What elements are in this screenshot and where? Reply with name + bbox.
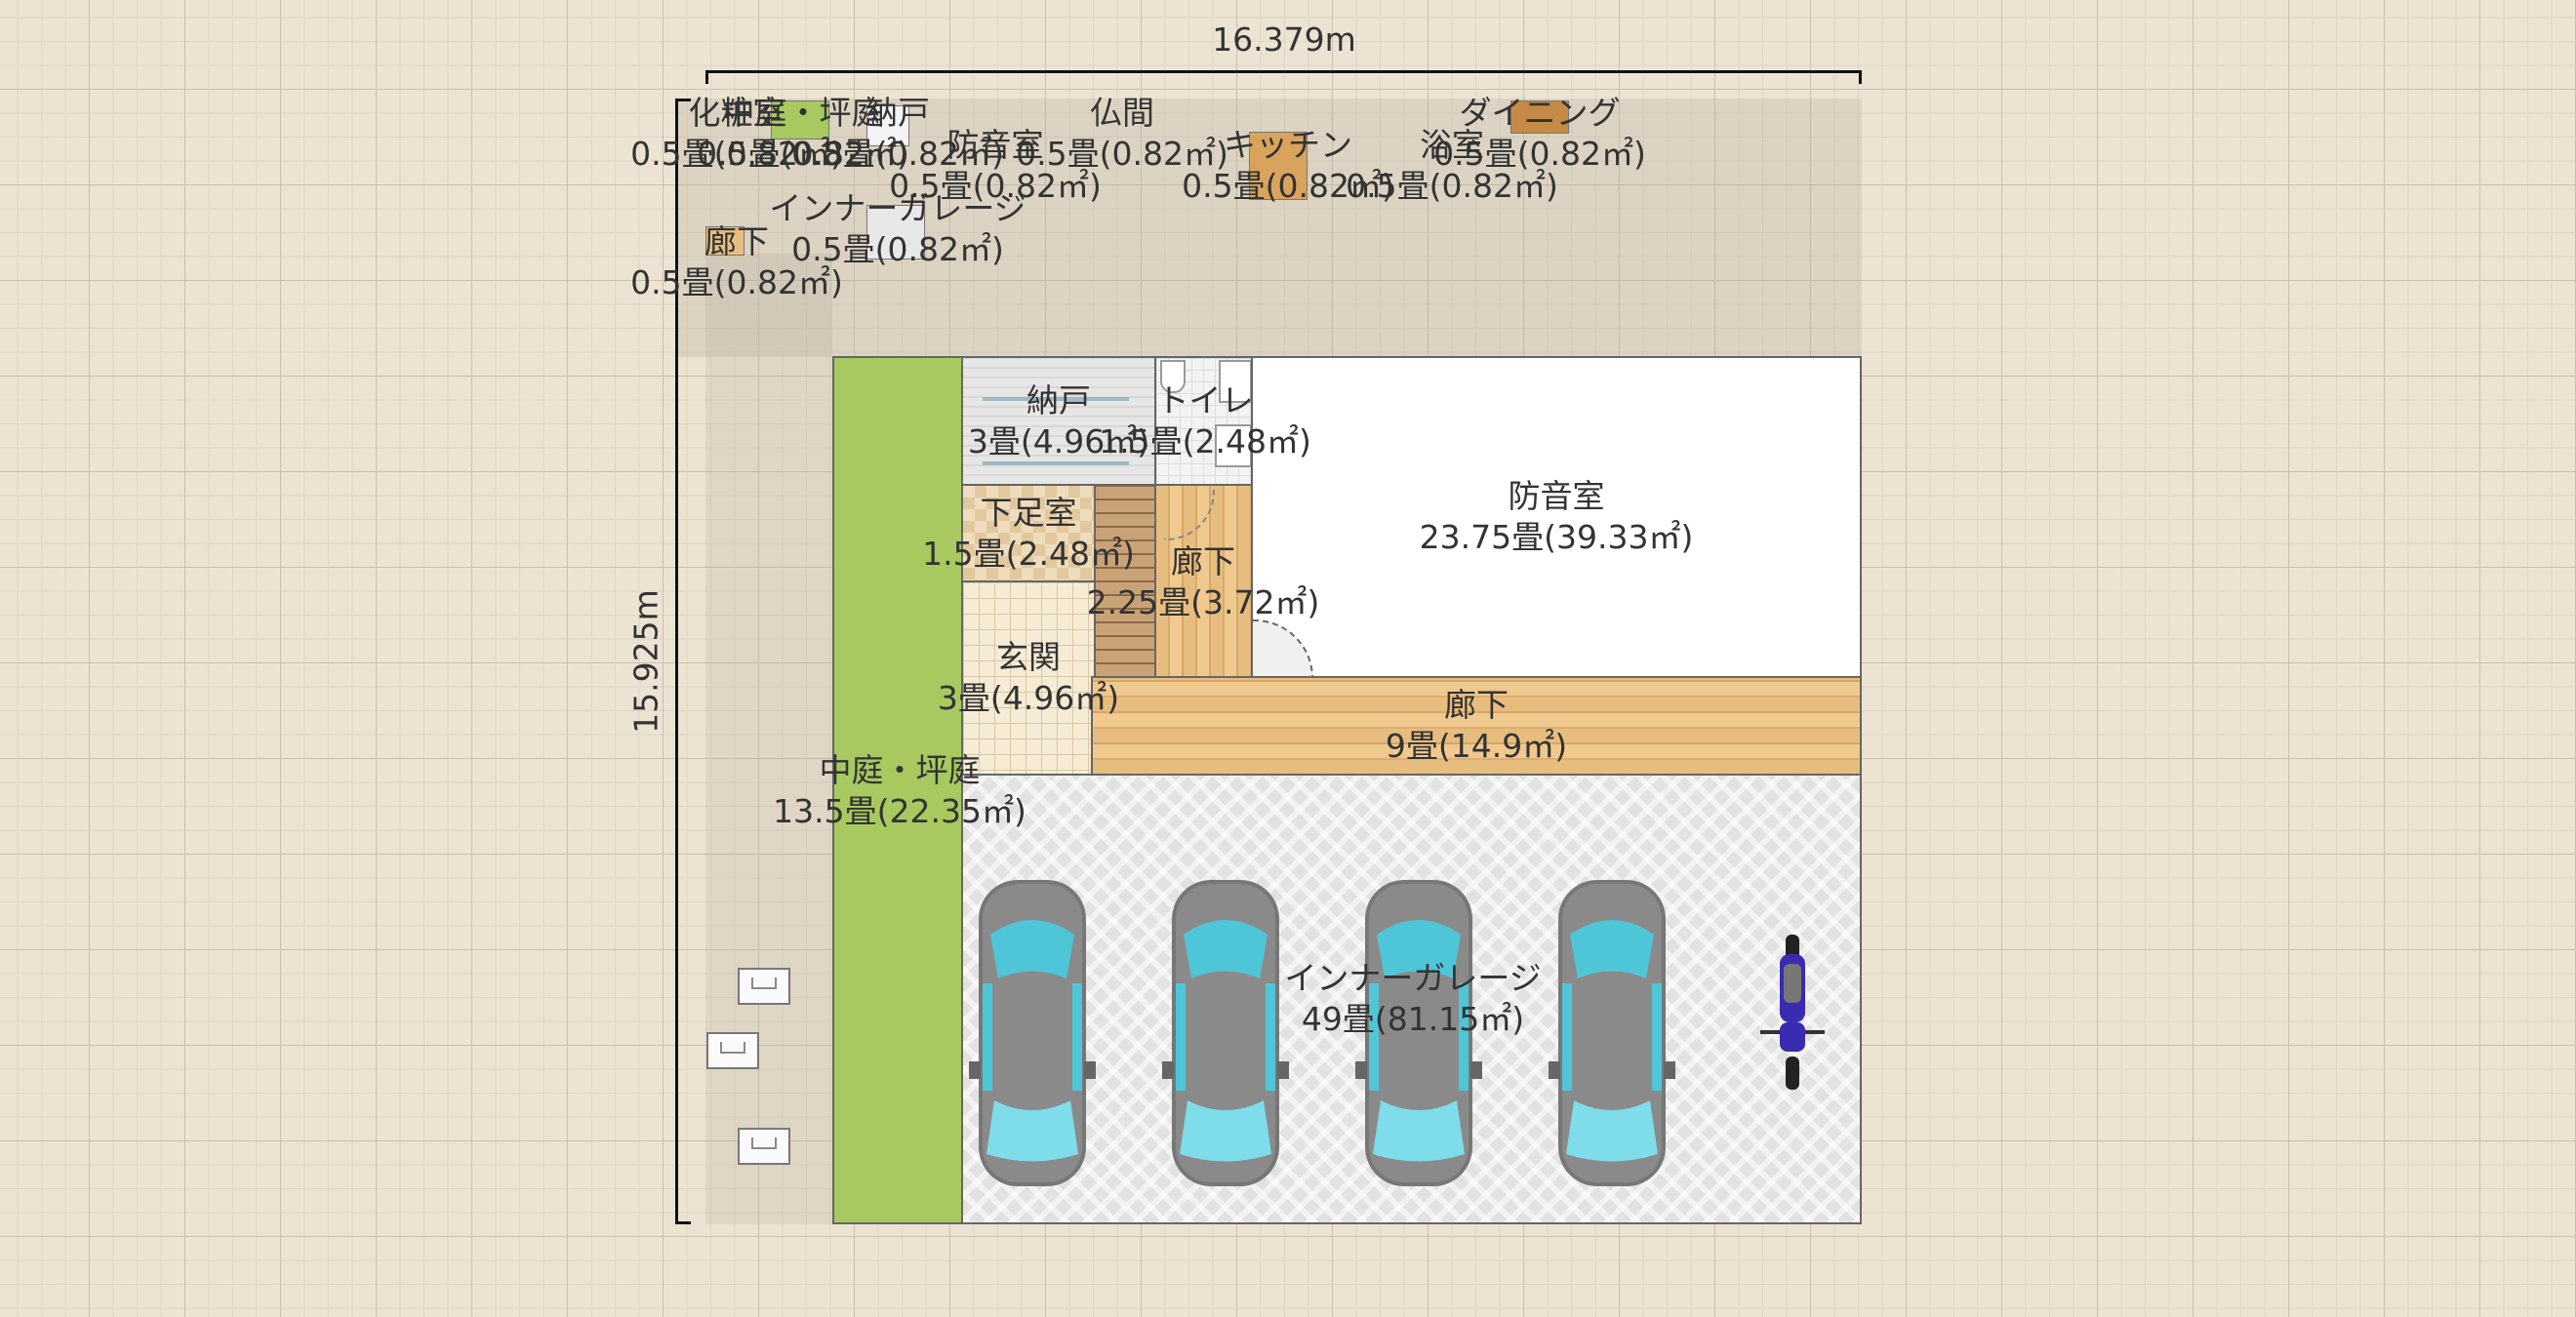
storage-box-icon[interactable] [738,968,790,1005]
toilet-fixture [1160,360,1186,393]
storage-box-icon[interactable] [738,1128,790,1165]
shelf-rail-bottom [983,461,1129,465]
car-icon[interactable] [1549,876,1675,1190]
width-dimension-tick-right [1859,70,1862,84]
mini-square-storage [866,105,909,146]
width-dimension-line [705,70,1862,73]
entrance-genkan[interactable] [961,580,1096,776]
mini-square-dining [1510,100,1569,134]
height-dimension-label: 15.925m [626,589,665,734]
height-dimension-tick-bottom [675,1221,691,1224]
mini-square-garden [771,100,829,140]
storage-box-icon[interactable] [706,1032,759,1069]
height-dimension-tick-top [675,99,691,101]
soundproof-room[interactable] [1251,356,1862,678]
car-icon[interactable] [969,876,1096,1190]
height-dimension-line [675,99,678,1224]
car-icon[interactable] [1162,876,1289,1190]
mini-square-kitchen [1249,132,1308,200]
courtyard-garden[interactable] [832,356,963,1224]
door-swing [1164,490,1215,540]
motorcycle-icon[interactable] [1756,935,1829,1091]
toilet-room[interactable] [1154,356,1253,486]
mini-square-garage [866,205,925,259]
width-dimension-tick-left [705,70,708,84]
left-strip-overlay [705,254,832,1224]
hallway-small[interactable] [1154,484,1253,678]
shelf-rail-top [983,397,1129,401]
hallway-large[interactable] [1091,676,1862,776]
width-dimension-label: 16.379m [1212,20,1356,59]
basin-fixture [1215,424,1252,467]
car-icon[interactable] [1355,876,1482,1190]
mini-square-corridor [705,226,745,256]
